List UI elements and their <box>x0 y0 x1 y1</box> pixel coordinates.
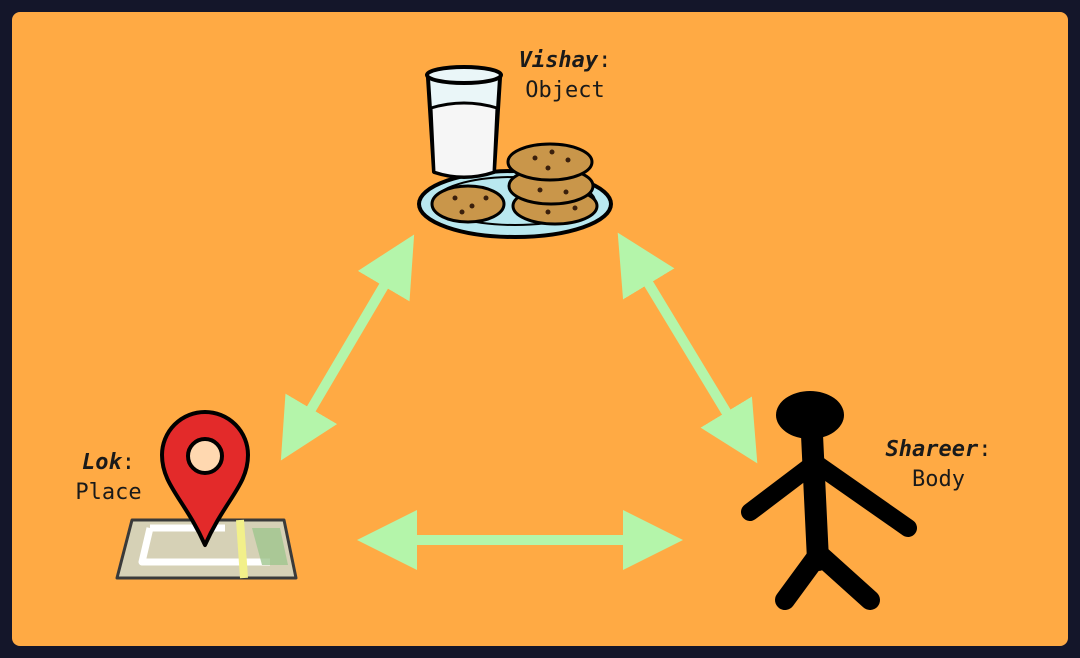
node-colon: : <box>978 437 992 462</box>
node-label-object: Vishay: Object <box>505 46 625 106</box>
milk-and-cookies-icon <box>417 65 613 239</box>
node-colon: : <box>121 450 135 475</box>
node-meaning-place: Place <box>75 480 142 505</box>
node-colon: : <box>598 48 612 73</box>
stick-figure-icon <box>741 391 917 610</box>
node-term-vishay: Vishay <box>518 48 599 73</box>
node-term-lok: Lok <box>82 450 122 475</box>
node-term-shareer: Shareer <box>885 437 979 462</box>
arrow-object-place <box>280 234 415 461</box>
arrow-object-body <box>617 232 758 464</box>
node-label-place: Lok: Place <box>56 448 161 508</box>
node-meaning-object: Object <box>525 78 605 103</box>
map-pin-icon <box>115 410 298 580</box>
node-label-body: Shareer: Body <box>866 435 1011 495</box>
node-meaning-body: Body <box>912 467 965 492</box>
